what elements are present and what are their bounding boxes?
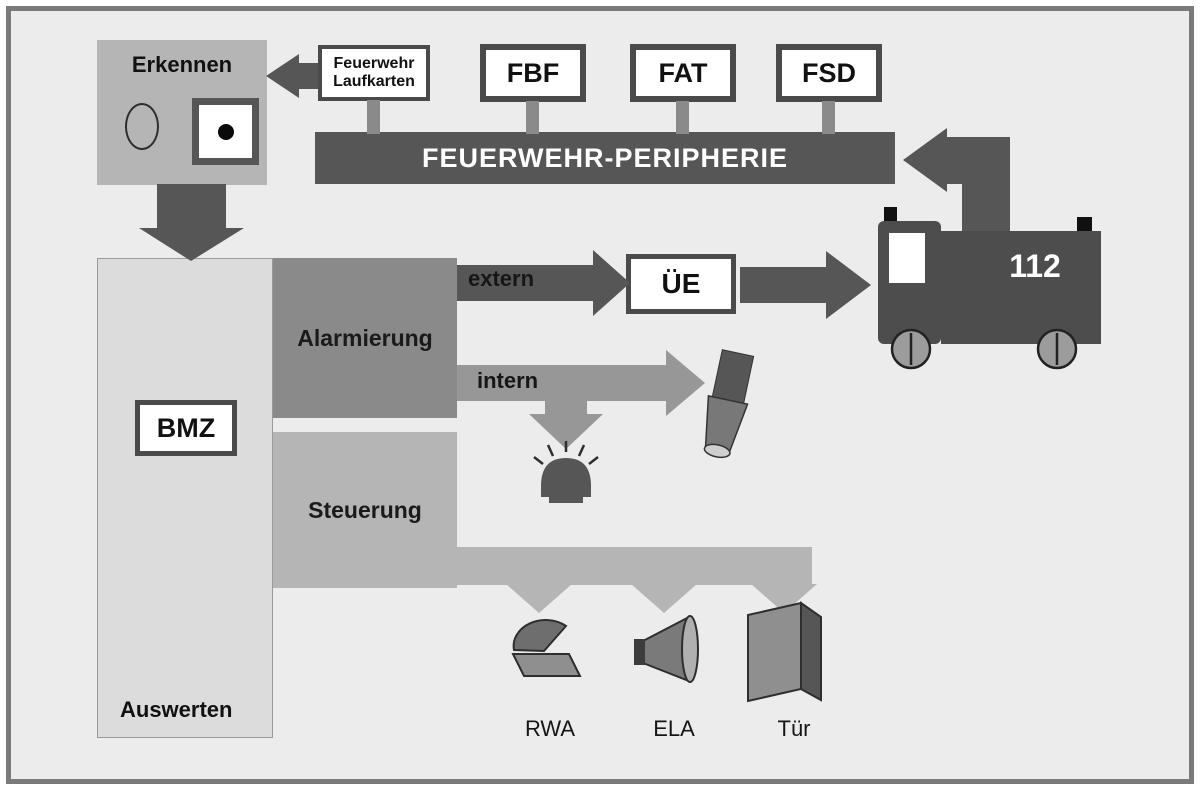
erkennen-label: Erkennen (131, 52, 233, 77)
manual-call-point-icon (125, 103, 159, 150)
feuerwehr-peripherie-bar: FEUERWEHR-PERIPHERIE (315, 132, 895, 184)
laufkarten-line2: Laufkarten (333, 73, 415, 90)
alarmierung-box: Alarmierung (273, 258, 457, 418)
steuerung-box: Steuerung (273, 432, 457, 588)
smoke-detector-icon (192, 98, 259, 165)
erkennen-box: Erkennen (97, 40, 267, 185)
detector-dot (217, 123, 234, 140)
fsd-box: FSD (776, 44, 882, 102)
feuerwehr-laufkarten-box: Feuerwehr Laufkarten (318, 45, 430, 101)
fat-box: FAT (630, 44, 736, 102)
laufkarten-line1: Feuerwehr (333, 54, 415, 72)
bmz-box: BMZ (135, 400, 237, 456)
fbf-box: FBF (480, 44, 586, 102)
ue-box: ÜE (626, 254, 736, 314)
auswerten-label: Auswerten (120, 697, 233, 722)
auswerten-column: Auswerten (97, 258, 273, 738)
